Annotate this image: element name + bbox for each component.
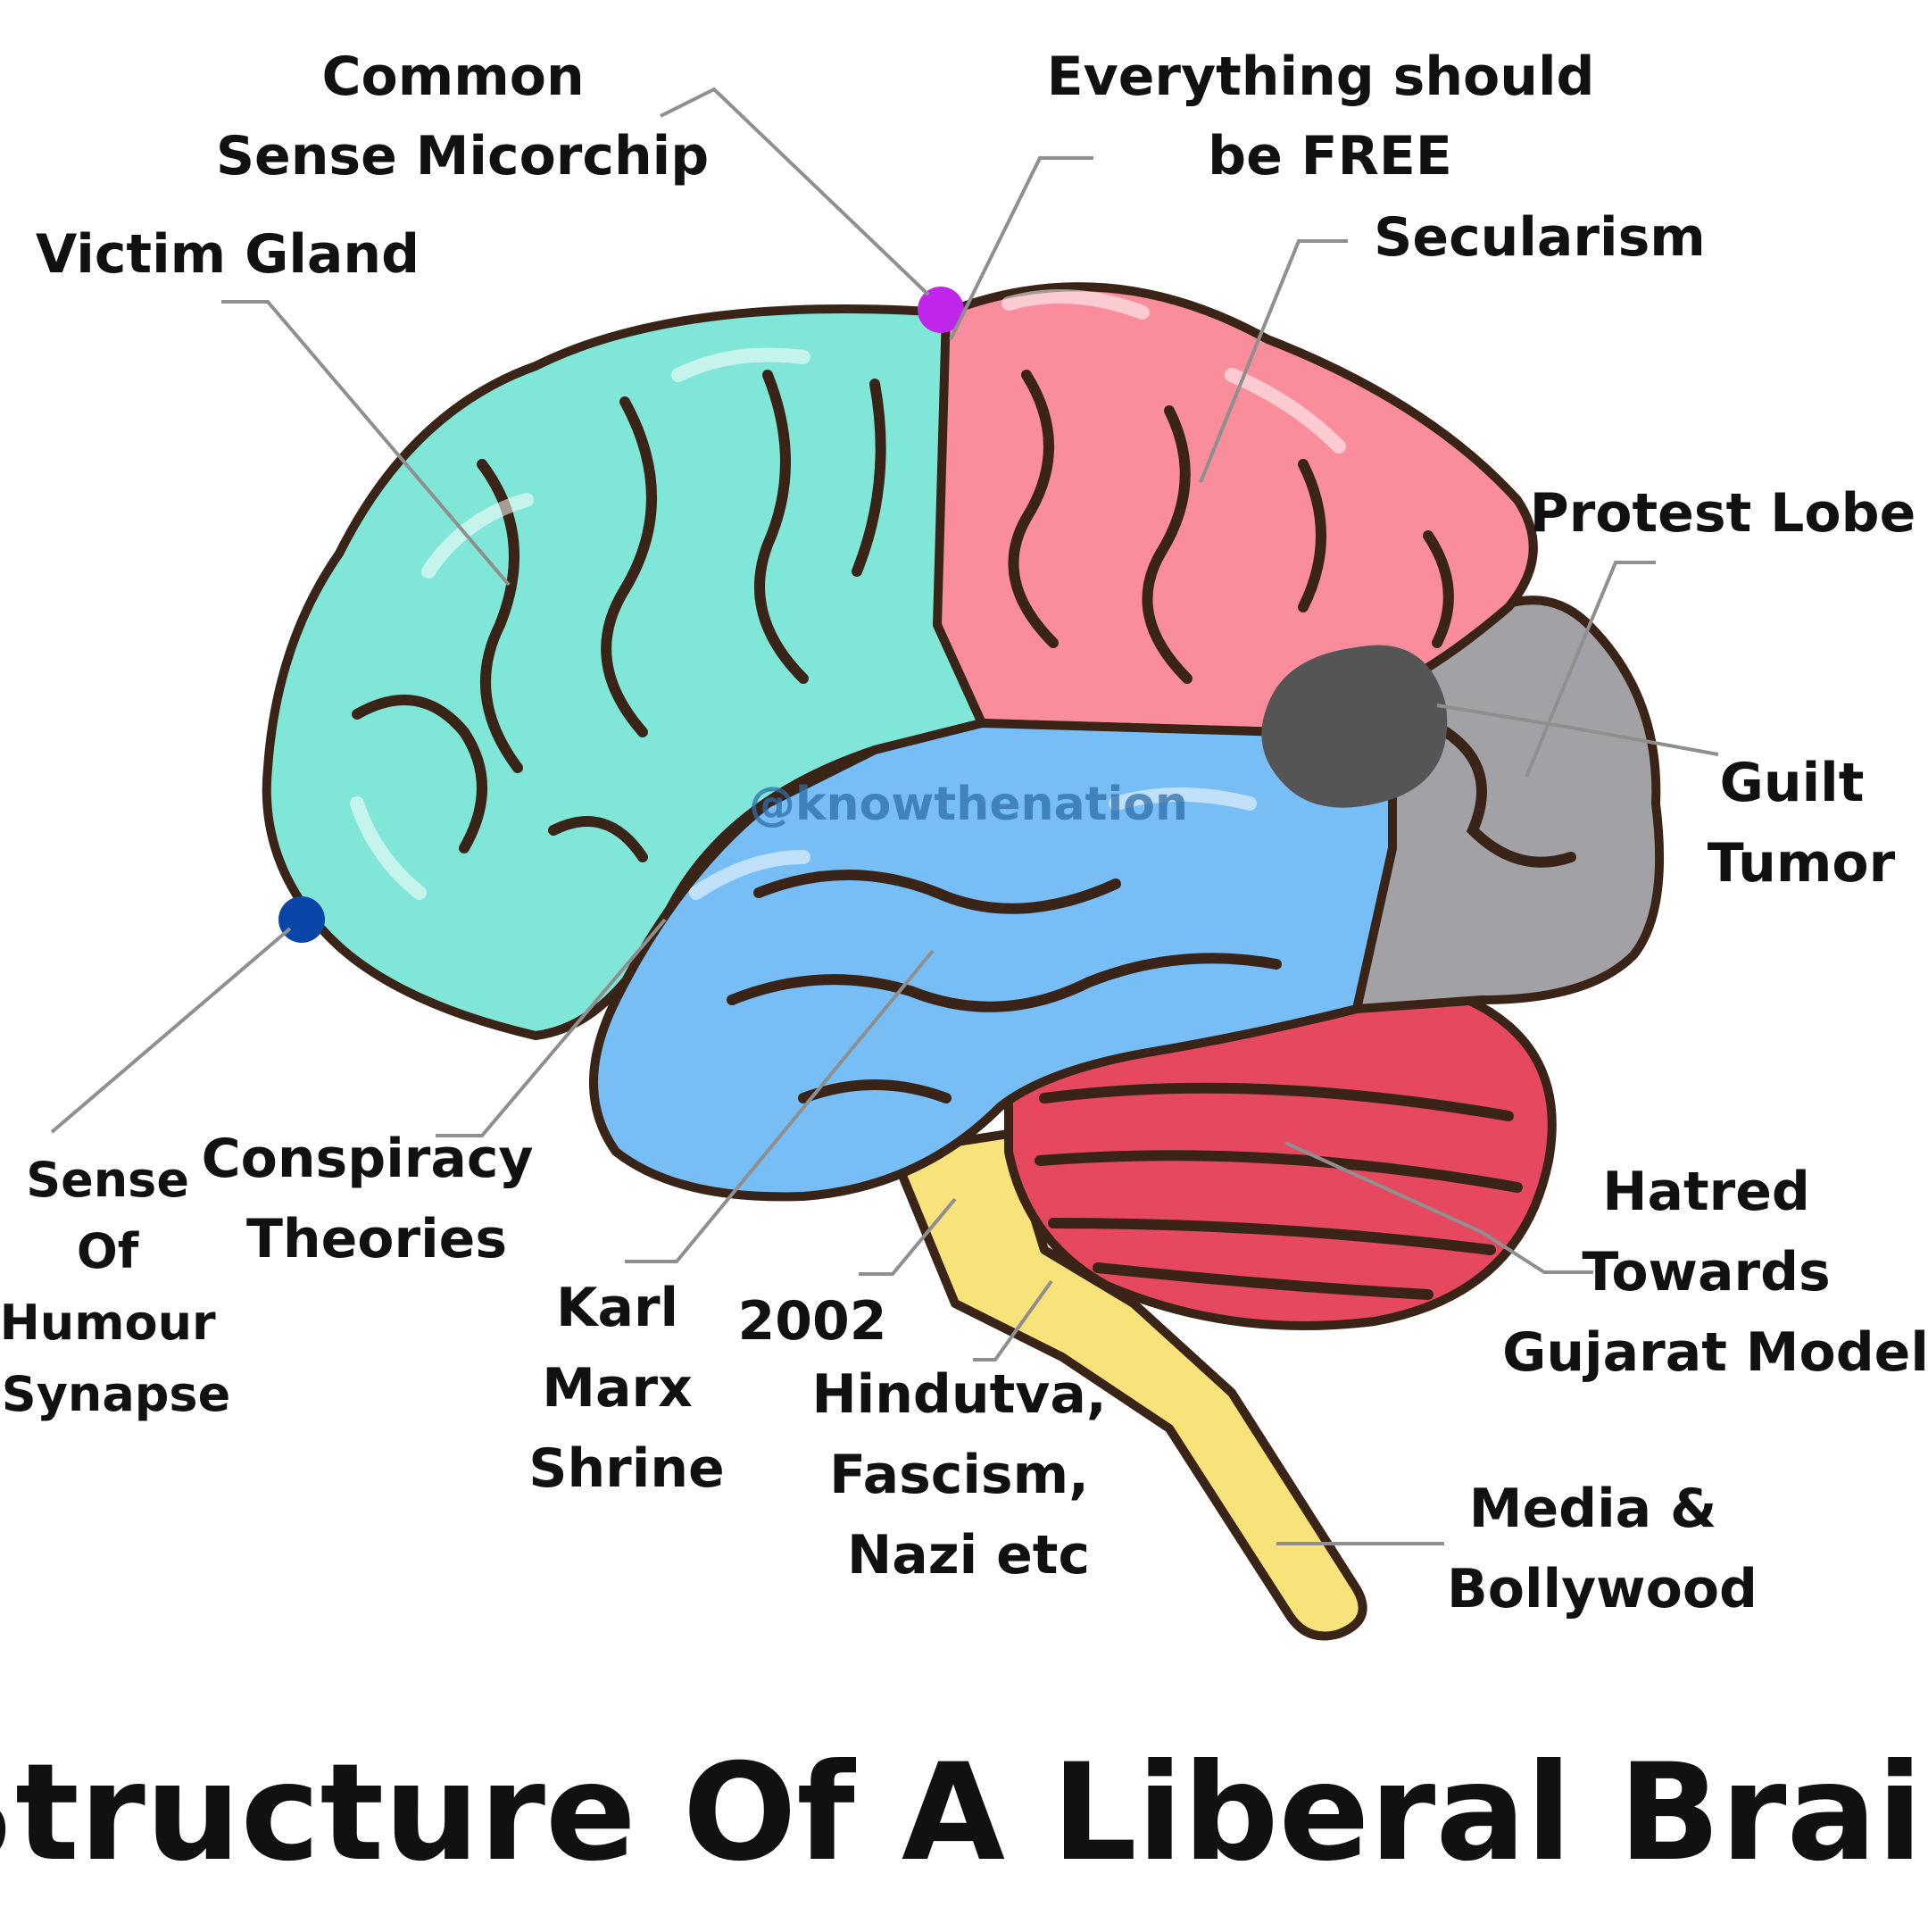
temporal-lobe bbox=[589, 683, 1397, 1202]
leader-victim-gland bbox=[221, 300, 511, 587]
leader-guilt-tumor bbox=[1436, 704, 1719, 756]
guilt-tumor-blob bbox=[1261, 645, 1448, 808]
label-common-sense: Common Sense Micorchip bbox=[216, 46, 709, 187]
leader-hatred bbox=[1284, 1141, 1593, 1274]
brainstem bbox=[888, 1129, 1367, 1641]
cerebellum-folds bbox=[1035, 1082, 1523, 1300]
label-everything-free: Everything should be FREE bbox=[1047, 46, 1614, 187]
leader-protest-lobe bbox=[1525, 561, 1656, 778]
label-victim-gland: Victim Gland bbox=[36, 223, 420, 286]
page-title: Structure Of A Liberal Brain bbox=[0, 1736, 1928, 1891]
labels: Common Sense Micorchip Everything should… bbox=[0, 46, 1928, 1891]
label-conspiracy: Conspiracy Theories bbox=[202, 1128, 553, 1270]
humour-synapse-dot bbox=[278, 896, 325, 943]
leader-lines bbox=[50, 87, 1719, 1545]
cerebrum-highlights bbox=[350, 289, 1346, 900]
label-karl-marx: Karl Marx Shrine bbox=[528, 1277, 725, 1500]
label-hatred: Hatred Towards Gujarat Model bbox=[1502, 1161, 1928, 1384]
brain-illustration bbox=[262, 282, 1665, 1641]
label-2002: 2002 bbox=[738, 1290, 887, 1353]
leader-2002 bbox=[859, 1197, 957, 1276]
leader-hindutva bbox=[973, 1279, 1053, 1362]
label-media: Media & Bollywood bbox=[1447, 1478, 1758, 1620]
leader-secularism bbox=[1199, 239, 1348, 483]
label-secularism: Secularism bbox=[1374, 206, 1706, 269]
label-sense-of-humour: Sense Of Humour Synapse bbox=[0, 1152, 232, 1422]
label-hindutva: Hindutva, Fascism, Nazi etc bbox=[811, 1363, 1125, 1586]
microchip-dot bbox=[918, 287, 964, 333]
cerebrum-folds bbox=[352, 370, 1576, 1103]
leader-common-sense bbox=[660, 87, 930, 296]
leader-conspiracy bbox=[436, 918, 667, 1137]
leader-humour bbox=[50, 927, 292, 1134]
label-protest-lobe: Protest Lobe bbox=[1530, 482, 1916, 545]
leader-karl-marx bbox=[625, 949, 935, 1263]
label-guilt-tumor: Guilt Tumor bbox=[1708, 752, 1896, 895]
leader-everything-free bbox=[949, 156, 1093, 340]
watermark: @knowthenation bbox=[749, 778, 1188, 831]
